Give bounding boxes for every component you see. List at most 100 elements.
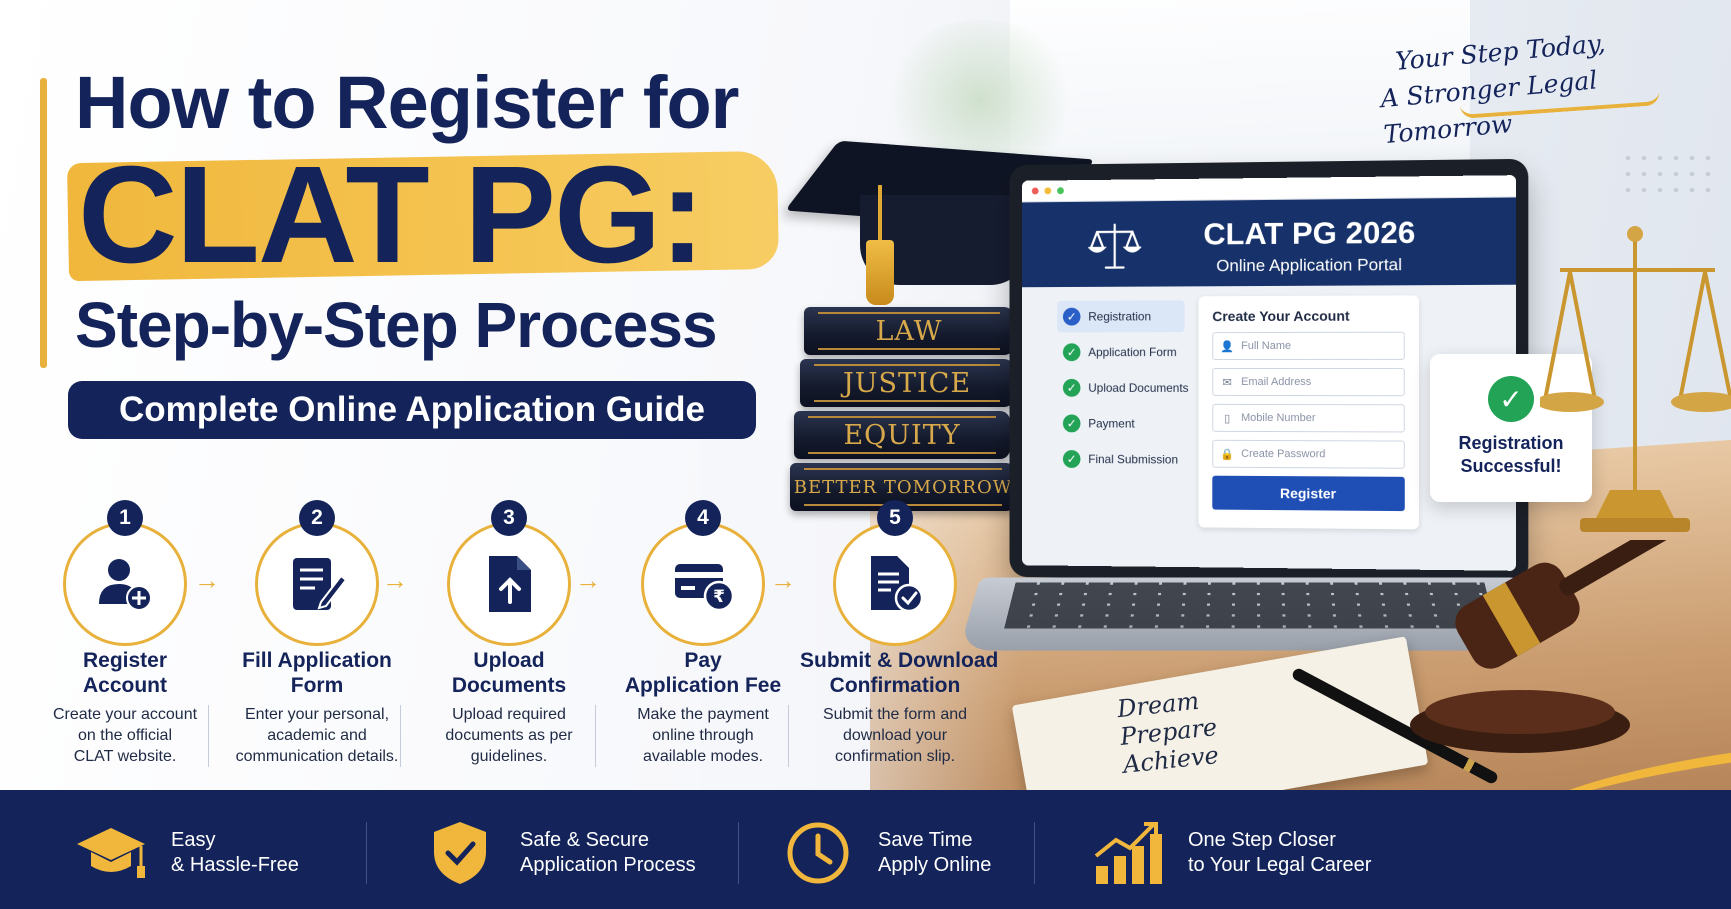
browser-maximize-dot bbox=[1057, 187, 1064, 195]
browser-minimize-dot bbox=[1044, 187, 1052, 195]
subtitle-pill: Complete Online Application Guide bbox=[68, 381, 756, 439]
step-icon-circle bbox=[833, 522, 957, 646]
step-desc-line-1: Submit the form and bbox=[822, 706, 968, 723]
title-highlight: CLAT PG: bbox=[67, 138, 788, 292]
step-icon-circle bbox=[447, 522, 571, 646]
feature-line-2: & Hassle-Free bbox=[171, 854, 299, 876]
step-arrow-icon: → bbox=[382, 565, 408, 595]
step-divider bbox=[208, 705, 209, 767]
check-icon: ✓ bbox=[1062, 343, 1081, 362]
graduation-cap-tassel bbox=[878, 185, 882, 265]
feature-line-1: Safe & Secure bbox=[520, 829, 649, 851]
register-button[interactable]: Register bbox=[1212, 475, 1405, 512]
feature-line-2: to Your Legal Career bbox=[1188, 854, 1372, 876]
portal-step-label: Upload Documents bbox=[1088, 380, 1189, 395]
step-desc-line-2: on the official bbox=[78, 727, 172, 744]
step-title-line-1: Pay bbox=[684, 649, 722, 672]
title-accent-bar bbox=[40, 78, 47, 368]
feature-divider bbox=[1034, 822, 1035, 884]
step-title-line-1: Submit & Download bbox=[800, 649, 999, 672]
portal-title: CLAT PG 2026 bbox=[1203, 214, 1416, 252]
user-add-icon bbox=[99, 559, 152, 611]
laptop-screen: CLAT PG 2026 Online Application Portal ✓… bbox=[1022, 175, 1517, 571]
feature-text: Safe & Secure Application Process bbox=[520, 828, 696, 878]
step-icon-circle bbox=[63, 522, 187, 646]
success-check-icon: ✓ bbox=[1488, 376, 1534, 422]
full-name-input[interactable]: 👤 Full Name bbox=[1212, 331, 1405, 361]
step-desc-line-3: confirmation slip. bbox=[834, 748, 956, 765]
portal-steps-list: ✓ Registration ✓ Application Form ✓ Uplo… bbox=[1057, 300, 1189, 479]
feature-career: One Step Closer to Your Legal Career bbox=[1092, 820, 1371, 886]
feature-line-2: Application Process bbox=[520, 854, 696, 876]
registration-success-card: ✓ Registration Successful! bbox=[1430, 354, 1592, 502]
portal-step-label: Application Form bbox=[1088, 345, 1177, 360]
email-placeholder: Email Address bbox=[1241, 375, 1312, 389]
feature-text: Save Time Apply Online bbox=[878, 828, 991, 878]
portal-step-label: Payment bbox=[1088, 416, 1135, 431]
step-title: Register Account bbox=[30, 648, 220, 698]
portal-step-label: Registration bbox=[1088, 309, 1152, 324]
step-title-line-2: Confirmation bbox=[829, 674, 961, 697]
user-icon: 👤 bbox=[1220, 340, 1234, 353]
portal-subtitle: Online Application Portal bbox=[1216, 255, 1403, 276]
golden-scale-icon bbox=[1540, 226, 1731, 532]
step-title-line-1: Register bbox=[82, 649, 168, 672]
check-icon: ✓ bbox=[1062, 307, 1081, 326]
step-title-line-2: Application Fee bbox=[624, 674, 782, 697]
password-input[interactable]: 🔒 Create Password bbox=[1212, 439, 1405, 469]
title-line-2: CLAT PG: bbox=[78, 138, 705, 292]
form-edit-icon bbox=[293, 558, 348, 610]
book-law: LAW bbox=[804, 307, 1014, 355]
email-input[interactable]: ✉ Email Address bbox=[1212, 367, 1405, 397]
step-divider bbox=[400, 705, 401, 767]
scales-of-justice-icon bbox=[1088, 219, 1141, 273]
title-line-3: Step-by-Step Process bbox=[75, 289, 718, 361]
feature-save-time: Save Time Apply Online bbox=[782, 820, 991, 886]
gavel-icon bbox=[1410, 540, 1719, 753]
create-account-form: Create Your Account 👤 Full Name ✉ Email … bbox=[1198, 295, 1419, 530]
step-title: Submit & Download Confirmation bbox=[800, 648, 999, 698]
full-name-placeholder: Full Name bbox=[1241, 339, 1292, 353]
mobile-placeholder: Mobile Number bbox=[1241, 411, 1316, 425]
feature-divider bbox=[366, 822, 367, 884]
step-desc-line-3: communication details. bbox=[235, 748, 399, 765]
step-description: Make the payment online through availabl… bbox=[608, 704, 798, 767]
feature-secure: Safe & Secure Application Process bbox=[424, 820, 696, 886]
step-title-line-2: Form bbox=[290, 674, 344, 697]
feature-line-1: Save Time bbox=[878, 829, 973, 851]
decorative-dots bbox=[1620, 150, 1720, 200]
step-desc-line-2: download your bbox=[842, 727, 948, 744]
step-desc-line-1: Upload required bbox=[452, 706, 566, 723]
feature-line-1: Easy bbox=[171, 829, 216, 851]
step-desc-line-2: documents as per bbox=[445, 727, 573, 744]
mobile-input[interactable]: ▯ Mobile Number bbox=[1212, 403, 1405, 433]
step-number: 1 bbox=[107, 500, 143, 536]
step-description: Create your account on the official CLAT… bbox=[30, 704, 220, 767]
step-desc-line-3: CLAT website. bbox=[73, 748, 177, 765]
lock-icon: 🔒 bbox=[1220, 448, 1234, 461]
phone-icon: ▯ bbox=[1224, 412, 1231, 425]
graduation-cap-icon bbox=[77, 828, 145, 878]
password-placeholder: Create Password bbox=[1241, 447, 1326, 461]
payment-card-icon: ₹ bbox=[675, 564, 735, 612]
step-divider bbox=[595, 705, 596, 767]
check-icon: ✓ bbox=[1062, 414, 1081, 433]
book-stack: LAW JUSTICE EQUITY BETTER TOMORROW bbox=[790, 305, 1020, 515]
step-desc-line-2: academic and bbox=[267, 727, 367, 744]
document-check-icon bbox=[871, 556, 924, 613]
portal-step-upload-documents[interactable]: ✓ Upload Documents bbox=[1057, 372, 1189, 404]
step-title-line-1: Upload bbox=[473, 649, 545, 672]
step-desc-line-3: guidelines. bbox=[470, 748, 548, 765]
feature-line-1: One Step Closer bbox=[1188, 829, 1336, 851]
feature-easy: Easy & Hassle-Free bbox=[75, 820, 299, 886]
portal-step-payment[interactable]: ✓ Payment bbox=[1057, 408, 1185, 440]
step-desc-line-1: Enter your personal, bbox=[244, 706, 390, 723]
features-banner bbox=[0, 790, 1731, 909]
graduation-cap-tassel-end bbox=[866, 240, 894, 305]
shield-check-icon bbox=[434, 822, 486, 884]
step-description: Enter your personal, academic and commun… bbox=[222, 704, 412, 767]
portal-step-application-form[interactable]: ✓ Application Form bbox=[1057, 336, 1185, 368]
portal-step-registration[interactable]: ✓ Registration bbox=[1057, 300, 1185, 333]
step-number: 3 bbox=[491, 500, 527, 536]
portal-step-final-submission[interactable]: ✓ Final Submission bbox=[1057, 443, 1185, 475]
